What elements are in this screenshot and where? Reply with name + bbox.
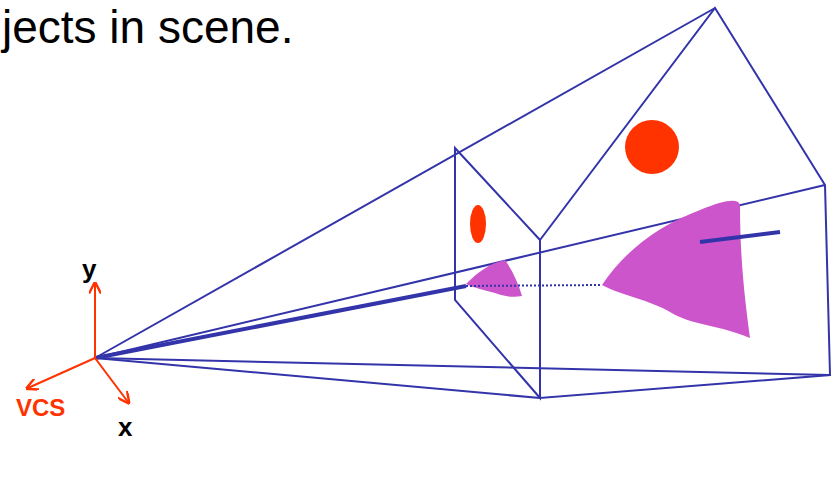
axis-label: y xyxy=(82,256,96,282)
near-red-ellipse xyxy=(470,205,486,243)
far-purple-shape xyxy=(602,201,750,338)
view-axis-far xyxy=(700,232,780,242)
axis-label: x xyxy=(118,414,132,440)
far-red-circle xyxy=(625,120,679,174)
coordinate-system-label: VCS xyxy=(16,396,65,420)
vcs-axes xyxy=(28,284,128,402)
frustum-edges xyxy=(95,8,830,398)
view-axis-hidden xyxy=(466,285,602,286)
slide-heading: jects in scene. xyxy=(2,4,293,50)
view-axis xyxy=(95,286,466,358)
near-purple-shape xyxy=(466,260,522,297)
